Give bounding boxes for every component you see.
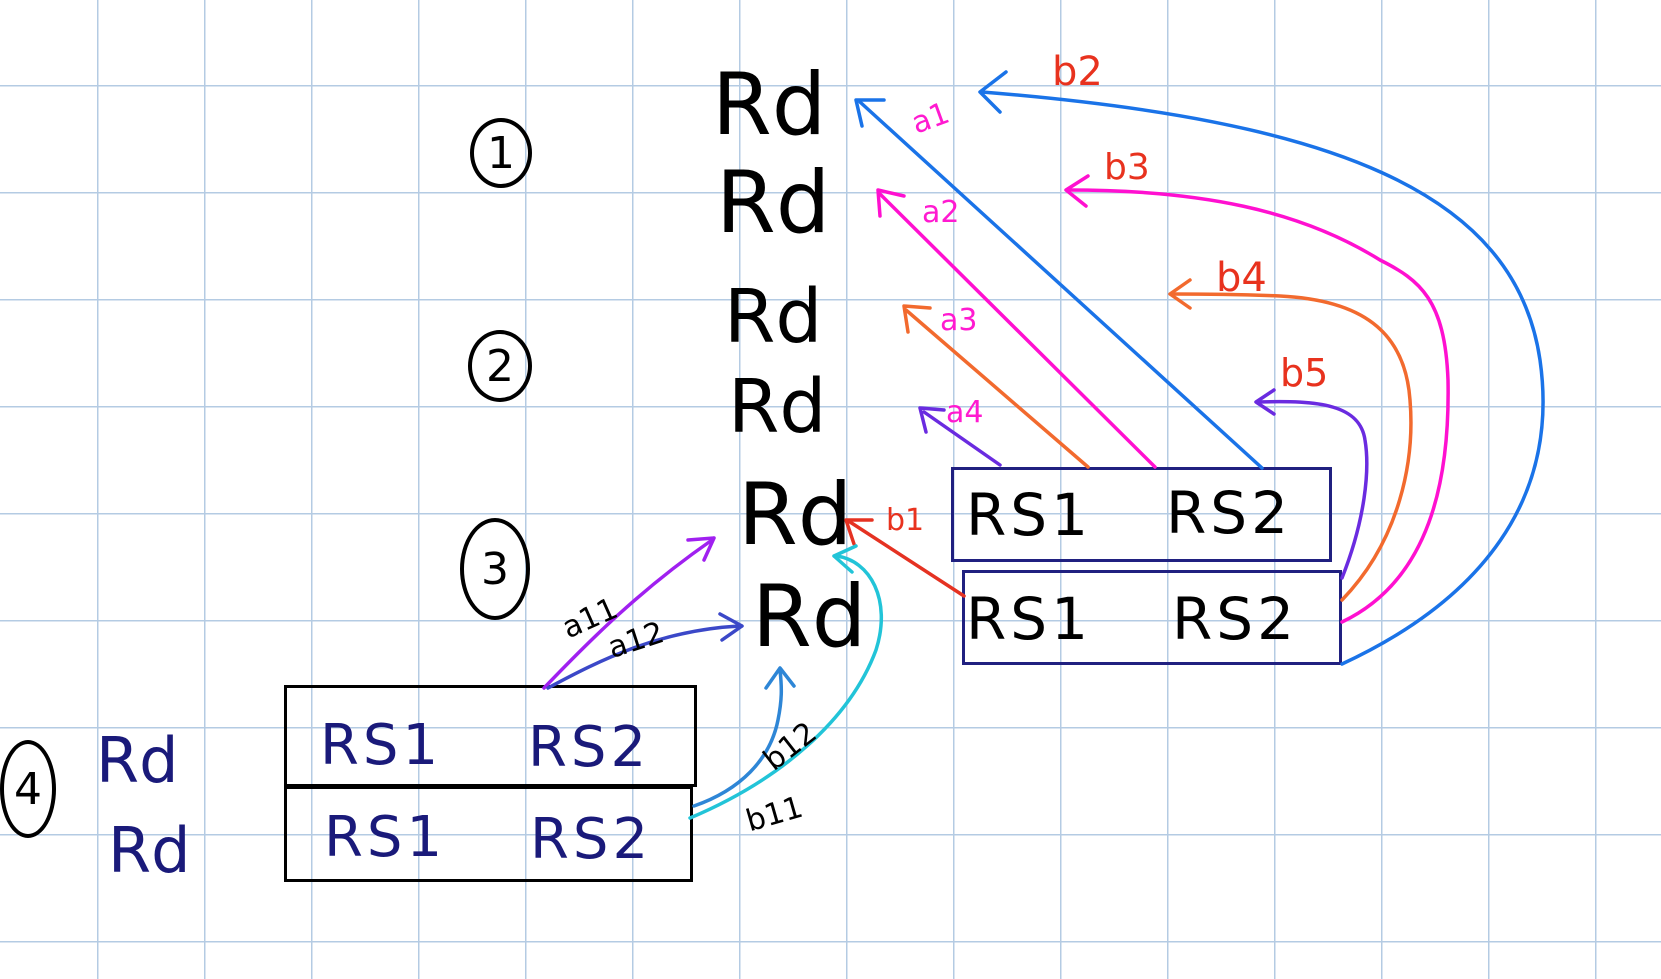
step-marker-2: 2 <box>468 330 532 402</box>
arrow-a11 <box>542 536 716 690</box>
label-b5: b5 <box>1280 351 1329 395</box>
arrow-b5 <box>1254 388 1369 580</box>
step-marker-3: 3 <box>460 518 530 620</box>
rd-label-1: Rd <box>712 55 827 155</box>
right-box-bottom-rs1: RS1 <box>966 585 1093 653</box>
step-marker-1: 1 <box>470 118 532 188</box>
rd-label-6: Rd <box>752 567 867 667</box>
right-box-top-rs1: RS1 <box>966 481 1093 549</box>
label-b4: b4 <box>1216 255 1267 301</box>
label-b1: b1 <box>886 503 925 538</box>
bottom-box-top <box>284 685 697 787</box>
right-box-top-rs2: RS2 <box>1166 479 1293 547</box>
bottom-box-bottom-rs2: RS2 <box>530 807 653 872</box>
bottom-rd-a: Rd <box>96 724 179 797</box>
arrow-a4 <box>918 406 1002 467</box>
step-marker-4: 4 <box>0 740 56 838</box>
bottom-rd-b: Rd <box>108 814 191 887</box>
rd-label-3: Rd <box>724 274 823 360</box>
arrow-b12 <box>692 666 796 808</box>
arrow-a2 <box>876 188 1157 469</box>
bottom-box-bottom-rs1: RS1 <box>324 805 447 870</box>
rd-label-4: Rd <box>728 364 827 450</box>
arrow-a12 <box>546 612 744 690</box>
arrow-b4 <box>1168 278 1413 602</box>
bottom-box-top-rs2: RS2 <box>528 715 651 780</box>
arrow-b3 <box>1064 174 1450 624</box>
arrow-b11 <box>688 544 884 820</box>
right-box-bottom <box>962 570 1342 665</box>
label-a3: a3 <box>940 303 978 338</box>
rd-label-5: Rd <box>738 465 853 565</box>
arrow-b2 <box>978 70 1545 666</box>
rd-label-2: Rd <box>716 153 831 253</box>
right-box-top <box>951 467 1332 562</box>
right-box-bottom-rs2: RS2 <box>1172 585 1299 653</box>
arrow-b1 <box>844 518 966 598</box>
label-b2: b2 <box>1052 49 1103 95</box>
label-a4: a4 <box>946 395 984 430</box>
label-a2: a2 <box>922 195 960 230</box>
arrow-a1 <box>854 98 1264 470</box>
label-b3: b3 <box>1104 147 1150 188</box>
bottom-box-top-rs1: RS1 <box>320 713 443 778</box>
bottom-box-bottom <box>284 786 693 882</box>
arrow-a3 <box>902 304 1090 469</box>
